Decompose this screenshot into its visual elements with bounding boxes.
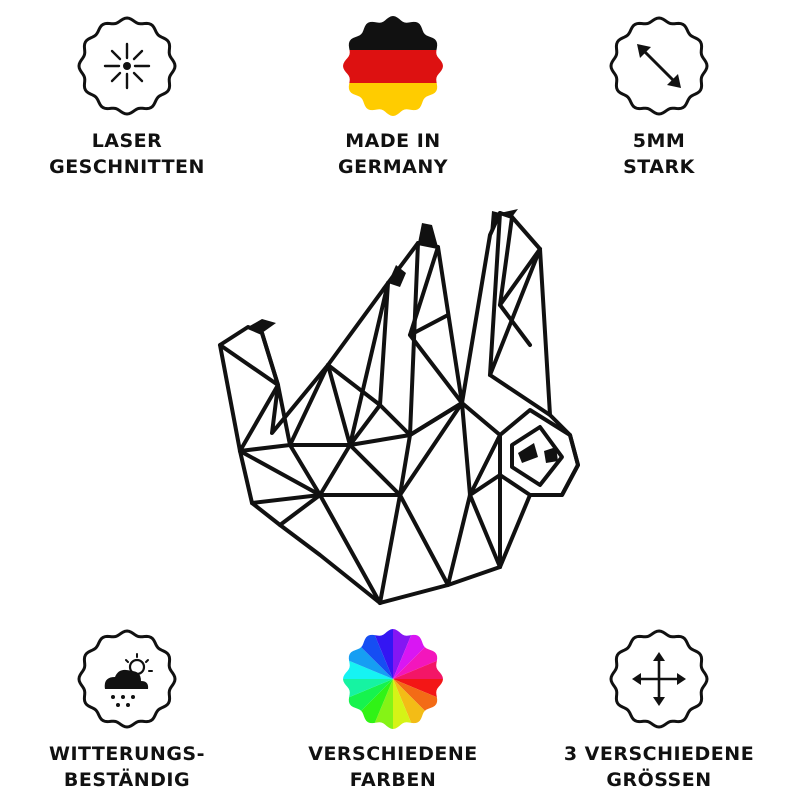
feature-thickness: 5MM STARK xyxy=(549,14,769,180)
label-line: 5MM xyxy=(632,130,686,152)
label-line: GESCHNITTEN xyxy=(49,156,205,178)
feature-label: LASER GESCHNITTEN xyxy=(49,128,205,180)
geometric-sloth-illustration xyxy=(218,209,580,605)
label-line: WITTERUNGS- xyxy=(49,743,205,765)
label-line: LASER xyxy=(91,130,163,152)
feature-various-colors: VERSCHIEDENE FARBEN xyxy=(283,627,503,793)
feature-label: WITTERUNGS- BESTÄNDIG xyxy=(49,741,205,793)
feature-label: MADE IN GERMANY xyxy=(338,128,448,180)
weather-cloud-icon xyxy=(77,629,177,729)
label-line: BESTÄNDIG xyxy=(63,769,191,791)
label-line: GRÖSSEN xyxy=(606,769,712,791)
feature-label: VERSCHIEDENE FARBEN xyxy=(308,741,478,793)
label-line: GERMANY xyxy=(338,156,448,178)
feature-label: 3 VERSCHIEDENE GRÖSSEN xyxy=(564,741,754,793)
laser-burst-icon xyxy=(77,16,177,116)
color-wheel-icon xyxy=(343,629,443,729)
label-line: 3 VERSCHIEDENE xyxy=(563,743,755,765)
german-flag-icon xyxy=(343,16,443,116)
feature-made-in-germany: MADE IN GERMANY xyxy=(283,14,503,180)
diagonal-arrow-icon xyxy=(609,16,709,116)
feature-laser-cut: LASER GESCHNITTEN xyxy=(17,14,237,180)
feature-three-sizes: 3 VERSCHIEDENE GRÖSSEN xyxy=(549,627,769,793)
label-line: VERSCHIEDENE xyxy=(308,743,478,765)
feature-label: 5MM STARK xyxy=(623,128,695,180)
label-line: FARBEN xyxy=(349,769,437,791)
feature-weather-resistant: WITTERUNGS- BESTÄNDIG xyxy=(17,627,237,793)
label-line: MADE IN xyxy=(345,130,441,152)
move-arrows-icon xyxy=(609,629,709,729)
label-line: STARK xyxy=(623,156,695,178)
